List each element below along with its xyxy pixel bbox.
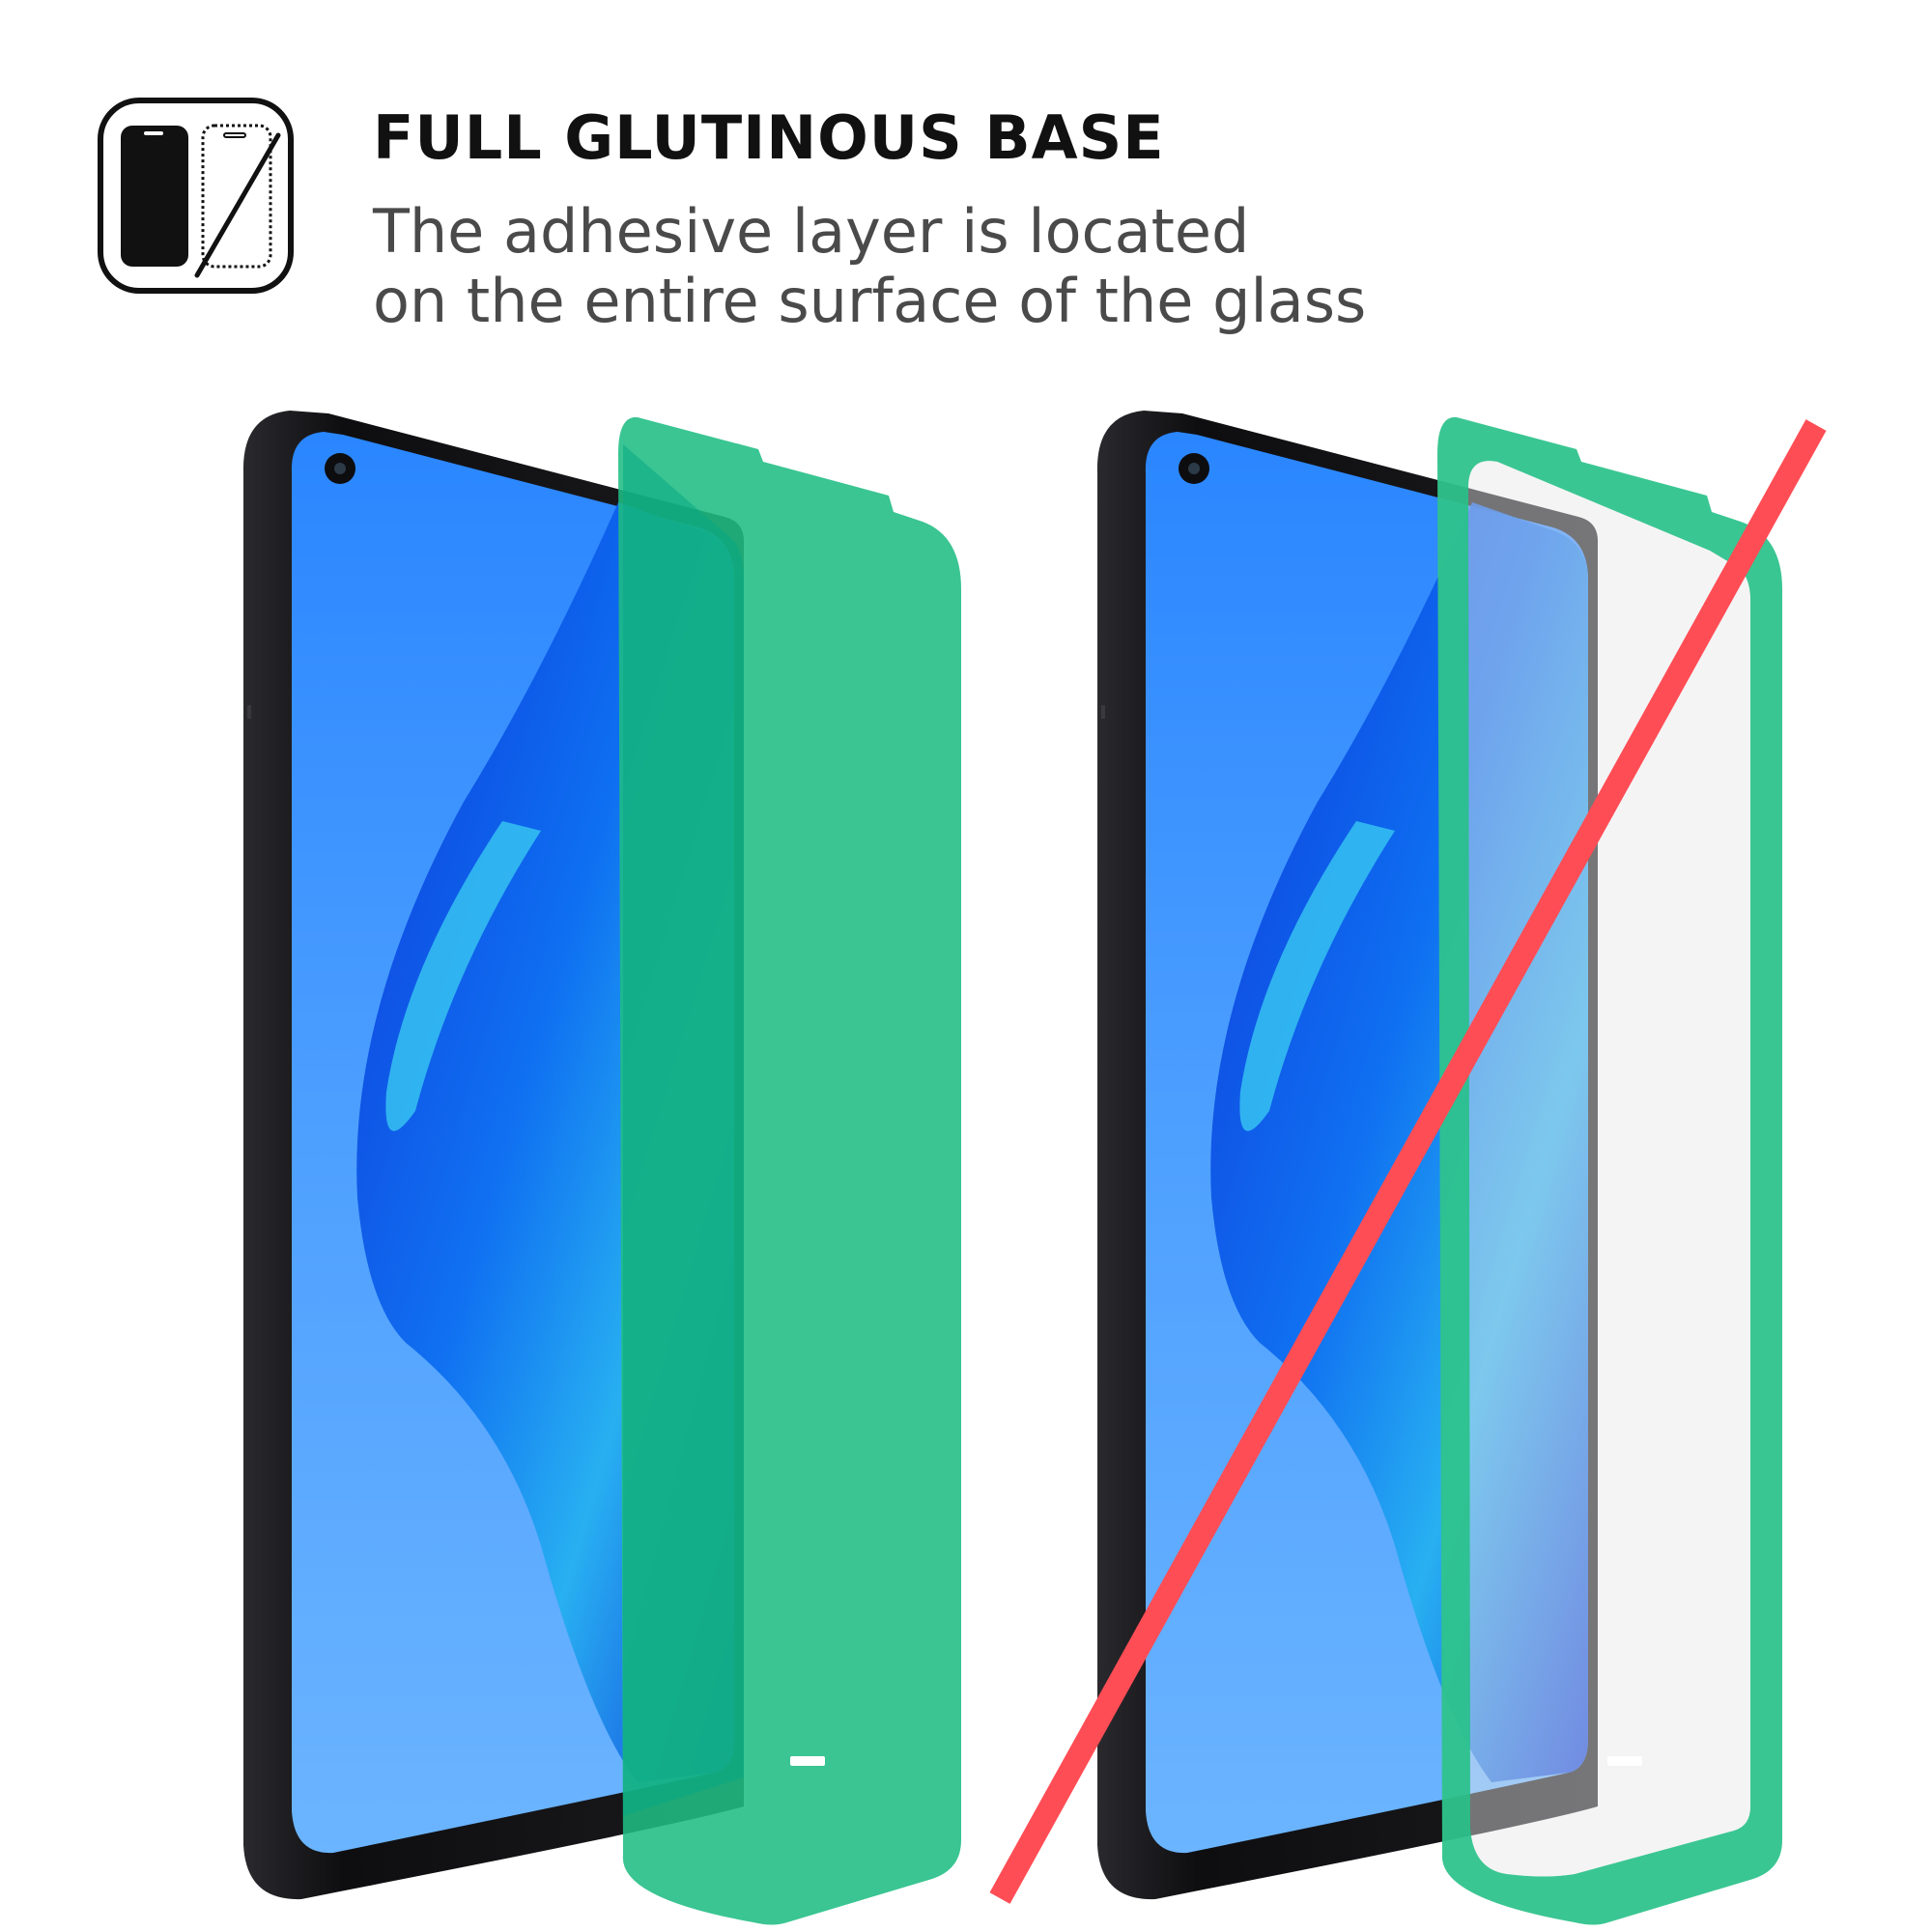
slash-line-icon (194, 132, 281, 278)
cross-out-stripe (989, 419, 1827, 1904)
subtitle-line-1: The adhesive layer is located (373, 196, 1250, 267)
right-glass-speaker-slot (1607, 1756, 1642, 1766)
left-full-adhesive-glass (618, 416, 961, 1925)
right-edge-adhesive-glass (1437, 416, 1782, 1925)
outline-phone-icon (201, 124, 272, 269)
full-adhesive-icon (98, 98, 294, 294)
right-phone-wallpaper-wave (1210, 502, 1588, 1782)
right-phone (1096, 411, 1598, 1900)
solid-phone-icon (121, 126, 188, 267)
left-glass-speaker-slot (790, 1756, 825, 1766)
subtitle-line-2: on the entire surface of the glass (373, 266, 1367, 336)
page-title: FULL GLUTINOUS BASE (373, 102, 1165, 173)
page-subtitle: The adhesive layer is located on the ent… (373, 197, 1366, 336)
